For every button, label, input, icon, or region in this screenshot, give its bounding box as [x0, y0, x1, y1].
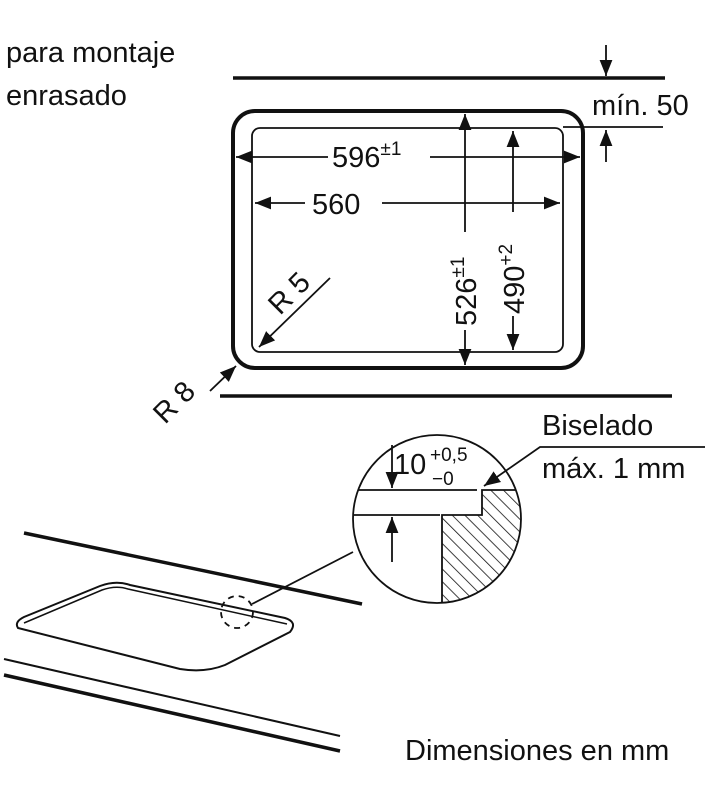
- section-detail: [353, 489, 521, 603]
- depth-value: 10: [394, 449, 426, 481]
- radius-leader: [258, 277, 331, 348]
- radius-leader: [209, 365, 237, 392]
- detail-marker: [220, 595, 254, 629]
- bevel-leader: [483, 446, 705, 487]
- outer-cutout: [231, 109, 585, 370]
- bevel-label-1: Biselado: [542, 410, 653, 442]
- inner-cutout: [251, 127, 564, 353]
- cutout-3d-lip: [23, 586, 288, 625]
- title-line-1: para montaje: [6, 37, 175, 69]
- cutout-3d: [15, 581, 295, 672]
- depth-tol-plus: +0,5: [430, 445, 468, 466]
- dim-depth-inner: 490+2: [496, 244, 531, 314]
- worktop-bottom-edge-3d: [3, 673, 341, 753]
- detail-leader: [251, 551, 354, 605]
- title-line-2: enrasado: [6, 80, 127, 112]
- units-note: Dimensiones en mm: [405, 735, 669, 767]
- worktop-front-edge-3d: [3, 658, 341, 737]
- dim-depth-outer: 526±1: [448, 257, 483, 326]
- worktop-back-edge-3d: [23, 531, 363, 606]
- depth-tol-minus: −0: [432, 469, 454, 490]
- bevel-label-2: máx. 1 mm: [542, 453, 685, 485]
- dim-width-inner: 560: [312, 189, 360, 221]
- dim-width-outer: 596±1: [332, 139, 401, 174]
- detail-circle: [352, 434, 522, 604]
- radius-inner-label: R 5: [262, 266, 317, 321]
- radius-outer-label: R 8: [147, 375, 202, 430]
- min-distance-label: mín. 50: [592, 90, 689, 122]
